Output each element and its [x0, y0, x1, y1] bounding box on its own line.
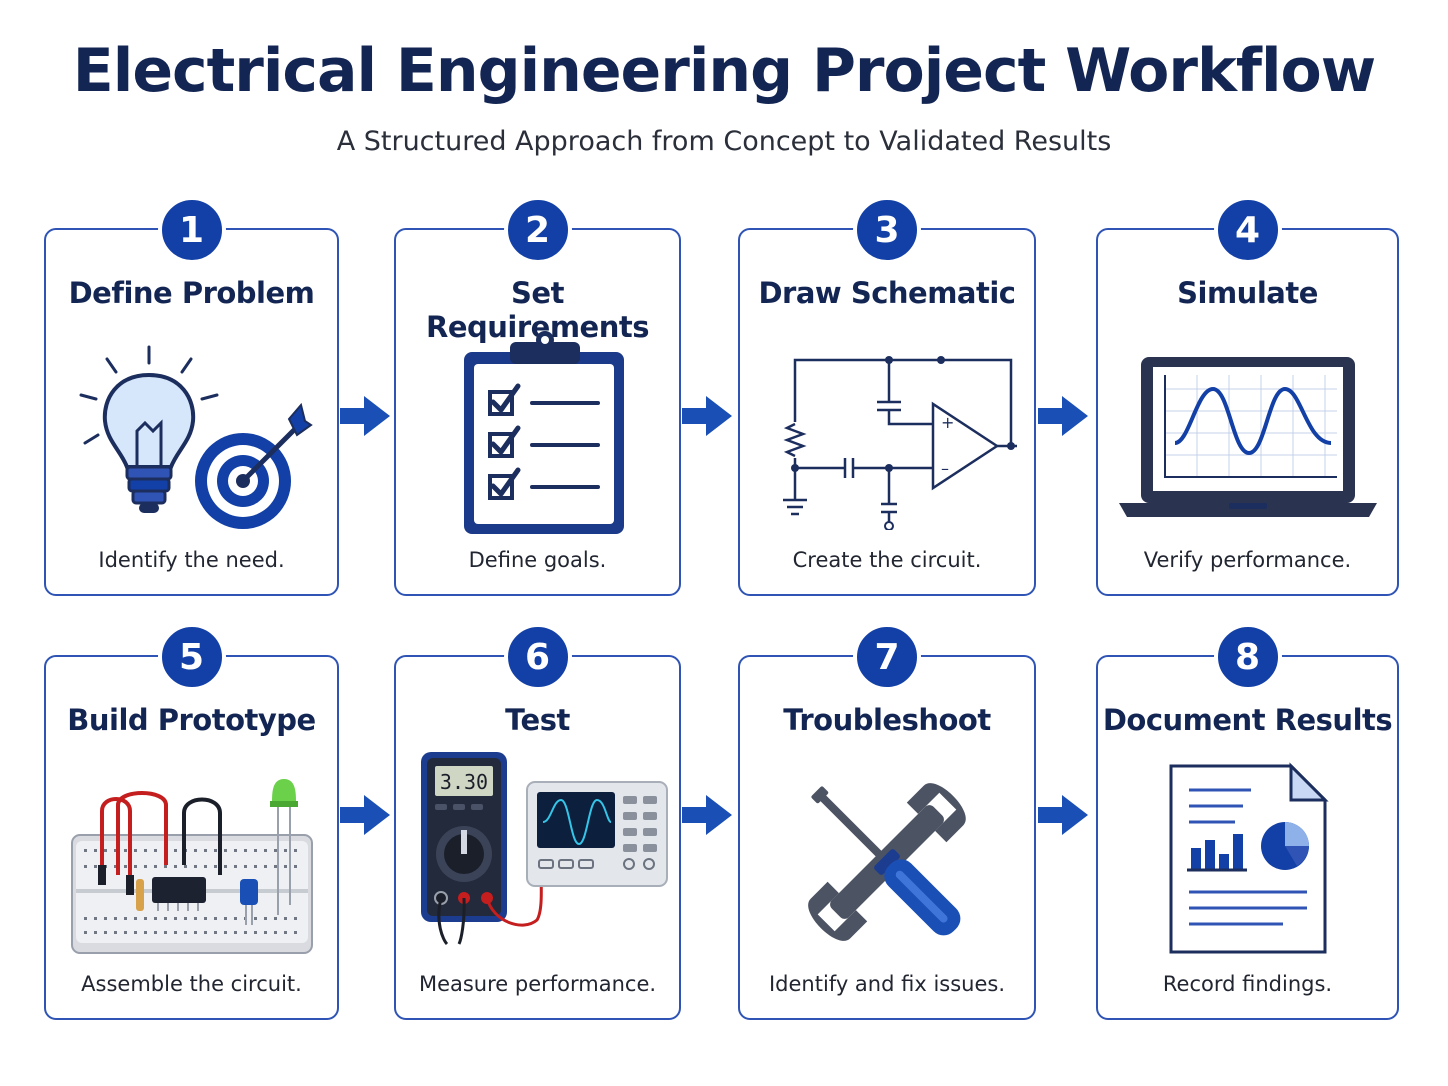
step-description: Measure performance.	[418, 972, 657, 996]
step-description: Create the circuit.	[792, 548, 982, 572]
step-title: Simulate	[1177, 276, 1318, 310]
step-card-simulate: 4 Simulate Verify performance.	[1096, 196, 1399, 596]
step-number-badge: 8	[1213, 623, 1282, 691]
svg-text:–: –	[941, 459, 949, 478]
step-number-badge: 6	[503, 623, 572, 691]
laptop-waveform-icon	[1098, 326, 1397, 544]
step-number-badge: 4	[1213, 196, 1282, 264]
step-description: Define goals.	[468, 548, 607, 572]
step-title: Define Problem	[68, 276, 315, 310]
arrow-right-icon	[340, 795, 390, 835]
step-title: Document Results	[1102, 703, 1393, 737]
step-description: Identify and fix issues.	[768, 972, 1006, 996]
step-title: Troubleshoot	[783, 703, 991, 737]
lightbulb-target-icon	[46, 326, 337, 544]
step-number-badge: 3	[853, 196, 921, 264]
wrench-screwdriver-icon	[740, 753, 1034, 971]
step-title: Build Prototype	[67, 703, 316, 737]
step-card-define-problem: 1 Define Problem Iden	[44, 196, 339, 596]
step-description: Verify performance.	[1143, 548, 1352, 572]
step-card-build-prototype: 5 Build Prototype	[44, 623, 339, 1020]
step-description: Identify the need.	[98, 548, 285, 572]
svg-text:+: +	[941, 413, 954, 432]
step-title: Set Requirements	[426, 276, 649, 344]
breadboard-icon	[46, 751, 337, 969]
step-number-badge: 1	[157, 196, 226, 264]
report-document-icon	[1098, 753, 1397, 971]
step-number-badge: 2	[503, 196, 572, 264]
arrow-right-icon	[682, 396, 732, 436]
page-title: Electrical Engineering Project Workflow	[72, 36, 1376, 106]
step-card-set-requirements: 2 Set Requirements Def	[394, 196, 681, 596]
meter-reading: 3.30	[439, 770, 487, 794]
clipboard-checklist-icon	[396, 326, 679, 544]
step-title: Draw Schematic	[758, 276, 1016, 310]
arrow-right-icon	[682, 795, 732, 835]
arrow-right-icon	[340, 396, 390, 436]
step-description: Record findings.	[1162, 972, 1333, 996]
arrow-right-icon	[1038, 795, 1088, 835]
step-description: Assemble the circuit.	[81, 972, 302, 996]
arrow-right-icon	[1038, 396, 1088, 436]
step-number-badge: 5	[157, 623, 226, 691]
step-card-document-results: 8 Document Results	[1096, 623, 1399, 1020]
schematic-icon: + –	[740, 326, 1034, 544]
multimeter-oscilloscope-icon: 3.30	[396, 741, 679, 959]
step-card-draw-schematic: 3 Draw Schematic	[738, 196, 1036, 596]
step-card-test: 6 Test 3.30	[394, 623, 681, 1020]
step-number-badge: 7	[853, 623, 921, 691]
step-card-troubleshoot: 7 Troubleshoot Identify and fix issues.	[738, 623, 1036, 1020]
page-subtitle: A Structured Approach from Concept to Va…	[336, 126, 1112, 157]
step-title: Test	[505, 703, 570, 737]
